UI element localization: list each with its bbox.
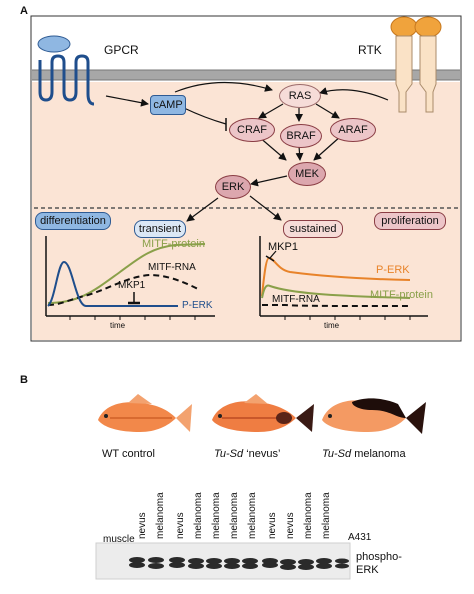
caption-melanoma-rest: melanoma <box>351 448 406 460</box>
outcome-differentiation: differentiation <box>35 212 111 230</box>
blot-label-line2: ERK <box>356 564 379 576</box>
outcome-proliferation: proliferation <box>374 212 446 230</box>
blot-label-line1: phospho- <box>356 551 402 563</box>
fish-wt <box>98 394 192 432</box>
right-plot <box>259 236 428 320</box>
arrow-erk-transient <box>186 197 219 222</box>
arrow-rtk-ras <box>319 87 389 101</box>
right-mkp1-label: MKP1 <box>268 241 298 253</box>
caption-wt: WT control <box>102 448 155 460</box>
left-mkp1-label: MKP1 <box>118 280 146 291</box>
panel-b-letter: B <box>20 374 28 386</box>
lane-label: A431 <box>348 532 372 543</box>
node-mek: MEK <box>288 162 326 186</box>
node-araf: ARAF <box>330 118 376 142</box>
right-time-label: time <box>324 321 340 330</box>
arrow-camp-ras <box>174 81 273 93</box>
right-mitf-rna-label: MITF-RNA <box>272 294 320 305</box>
caption-nevus-italic: Tu-Sd <box>214 448 244 460</box>
gpcr-label: GPCR <box>104 43 139 57</box>
node-craf: CRAF <box>229 118 275 142</box>
outcome-transient: transient <box>134 220 186 238</box>
right-mitf-protein-curve <box>261 284 411 299</box>
arrow-gpcr-camp <box>105 95 149 107</box>
gpcr-ligand <box>37 35 71 53</box>
left-mitf-rna-label: MITF-RNA <box>148 262 196 273</box>
outcome-sustained: sustained <box>283 220 343 238</box>
right-mkp1-inhibit <box>265 255 275 262</box>
right-mitf-protein-label: MITF-protein <box>370 289 433 301</box>
caption-nevus-rest: ‘nevus’ <box>243 448 281 460</box>
right-perk-label: P-ERK <box>376 264 410 276</box>
fish-nevus <box>212 394 314 432</box>
panel-a-letter: A <box>20 5 28 17</box>
arrow-ras-araf <box>315 103 340 119</box>
left-perk-label: P-ERK <box>182 300 213 311</box>
left-mitf-rna-curve <box>47 273 199 306</box>
rtk-label: RTK <box>358 43 382 57</box>
caption-melanoma-italic: Tu-Sd <box>322 448 352 460</box>
caption-nevus: Tu-Sd ‘nevus’ <box>214 448 280 460</box>
arrow-araf-mek <box>313 135 342 161</box>
node-ras: RAS <box>279 84 321 108</box>
rtk-receptor-left <box>395 35 413 113</box>
arrow-ras-craf <box>258 103 284 119</box>
arrow-erk-sustained <box>249 195 282 221</box>
arrow-braf-mek <box>295 145 304 161</box>
cell-membrane <box>32 70 460 80</box>
node-erk: ERK <box>215 175 251 199</box>
inhibit-camp-craf <box>183 107 227 125</box>
node-camp: cAMP <box>150 95 186 115</box>
lane-label: muscle <box>103 534 135 545</box>
left-time-label: time <box>110 321 126 330</box>
caption-melanoma: Tu-Sd melanoma <box>322 448 406 460</box>
arrow-mek-erk <box>250 175 288 187</box>
rtk-receptor-right <box>419 35 437 113</box>
node-braf: BRAF <box>280 124 322 148</box>
left-mitf-protein-label: MITF-protein <box>142 238 205 250</box>
left-plot <box>45 236 215 320</box>
right-perk-curve <box>261 256 411 297</box>
gpcr-receptor <box>38 54 95 106</box>
left-perk-curve <box>47 260 178 307</box>
right-mitf-rna-curve <box>262 304 411 307</box>
fish-melanoma <box>322 398 426 434</box>
